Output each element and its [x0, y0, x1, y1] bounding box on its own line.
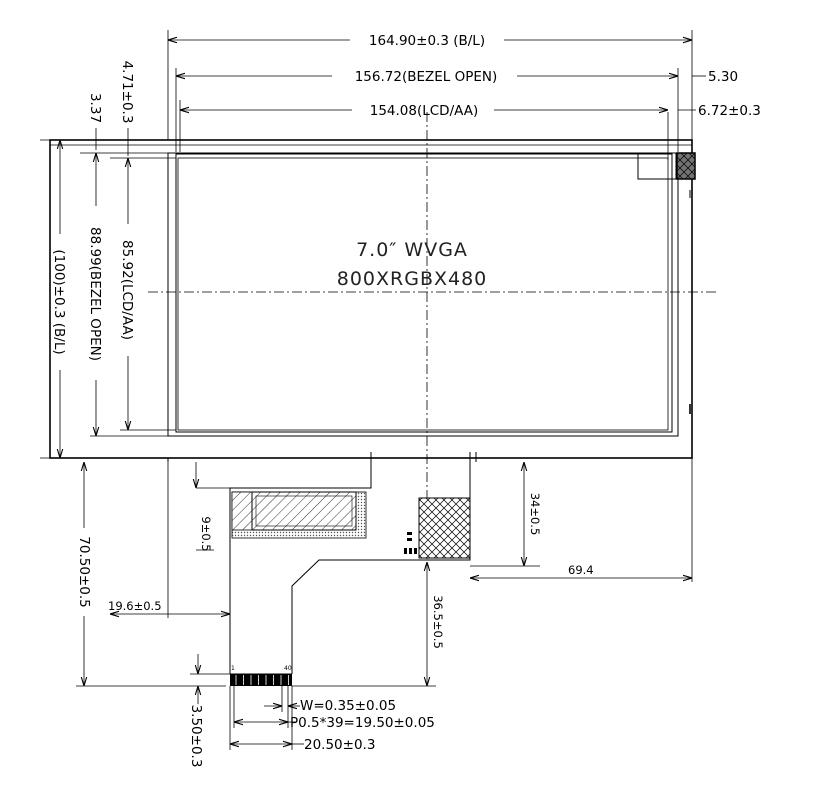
lcd-panel: 7.0″ WVGA 800XRGBX480 — [49, 112, 718, 560]
dim-fpc-tail-length: 36.5±0.5 — [431, 595, 445, 649]
dim-fpc-tail-width: 20.50±0.3 — [304, 737, 375, 753]
dim-left: (100)±0.3 (B/L) 88.99(BEZEL OPEN) 85.92(… — [40, 61, 176, 459]
dim-component-right-offset: 69.4 — [568, 563, 594, 577]
dim-contact-length: 3.50±0.3 — [188, 705, 204, 768]
dim-right-offset-2: 6.72±0.3 — [698, 103, 761, 119]
active-area-outline — [175, 153, 673, 433]
dim-fpc-left-offset: 19.6±0.5 — [108, 599, 162, 613]
small-pads — [404, 532, 417, 554]
dim-fpc-total-length: 70.50±0.5 — [76, 536, 92, 607]
panel-title: 7.0″ WVGA — [356, 239, 468, 261]
pin-last-label: 40 — [284, 665, 292, 672]
dim-outline-height: (100)±0.3 (B/L) — [51, 249, 67, 354]
fpc-cable: 1 40 — [167, 452, 477, 686]
dim-bezel-open-height: 88.99(BEZEL OPEN) — [87, 227, 103, 361]
pin-first-label: 1 — [231, 665, 235, 672]
dim-component-height: 34±0.5 — [528, 493, 542, 536]
contact-pad-strip — [230, 674, 292, 686]
dim-stiffener-height: 9±0.5 — [199, 516, 213, 551]
dim-pin-pitch: P0.5*39=19.50±0.05 — [290, 715, 435, 731]
dim-active-area-width: 154.08(LCD/AA) — [370, 103, 479, 119]
dim-active-area-height: 85.92(LCD/AA) — [119, 240, 135, 340]
pin-row — [230, 674, 292, 686]
fpc-left-edge — [229, 462, 372, 674]
dim-top-offset-2: 3.37 — [87, 93, 103, 123]
bezel-open-outline — [167, 152, 679, 437]
dim-pin-width: W=0.35±0.05 — [300, 698, 396, 714]
dim-top-offset-1: 4.71±0.3 — [119, 61, 135, 124]
dim-top: 164.90±0.3 (B/L) 156.72(BEZEL OPEN) 154.… — [167, 30, 761, 152]
dim-bezel-open-width: 156.72(BEZEL OPEN) — [355, 69, 498, 85]
backlight-outline — [49, 139, 693, 459]
dim-right-offset-1: 5.30 — [708, 69, 738, 85]
ic-component — [418, 497, 471, 559]
panel-resolution: 800XRGBX480 — [337, 268, 488, 290]
dim-outline-width: 164.90±0.3 (B/L) — [369, 33, 485, 49]
dim-fpc: 70.50±0.5 19.6±0.5 9±0.5 34±0.5 69.4 36.… — [76, 457, 693, 768]
corner-mark — [637, 152, 677, 180]
